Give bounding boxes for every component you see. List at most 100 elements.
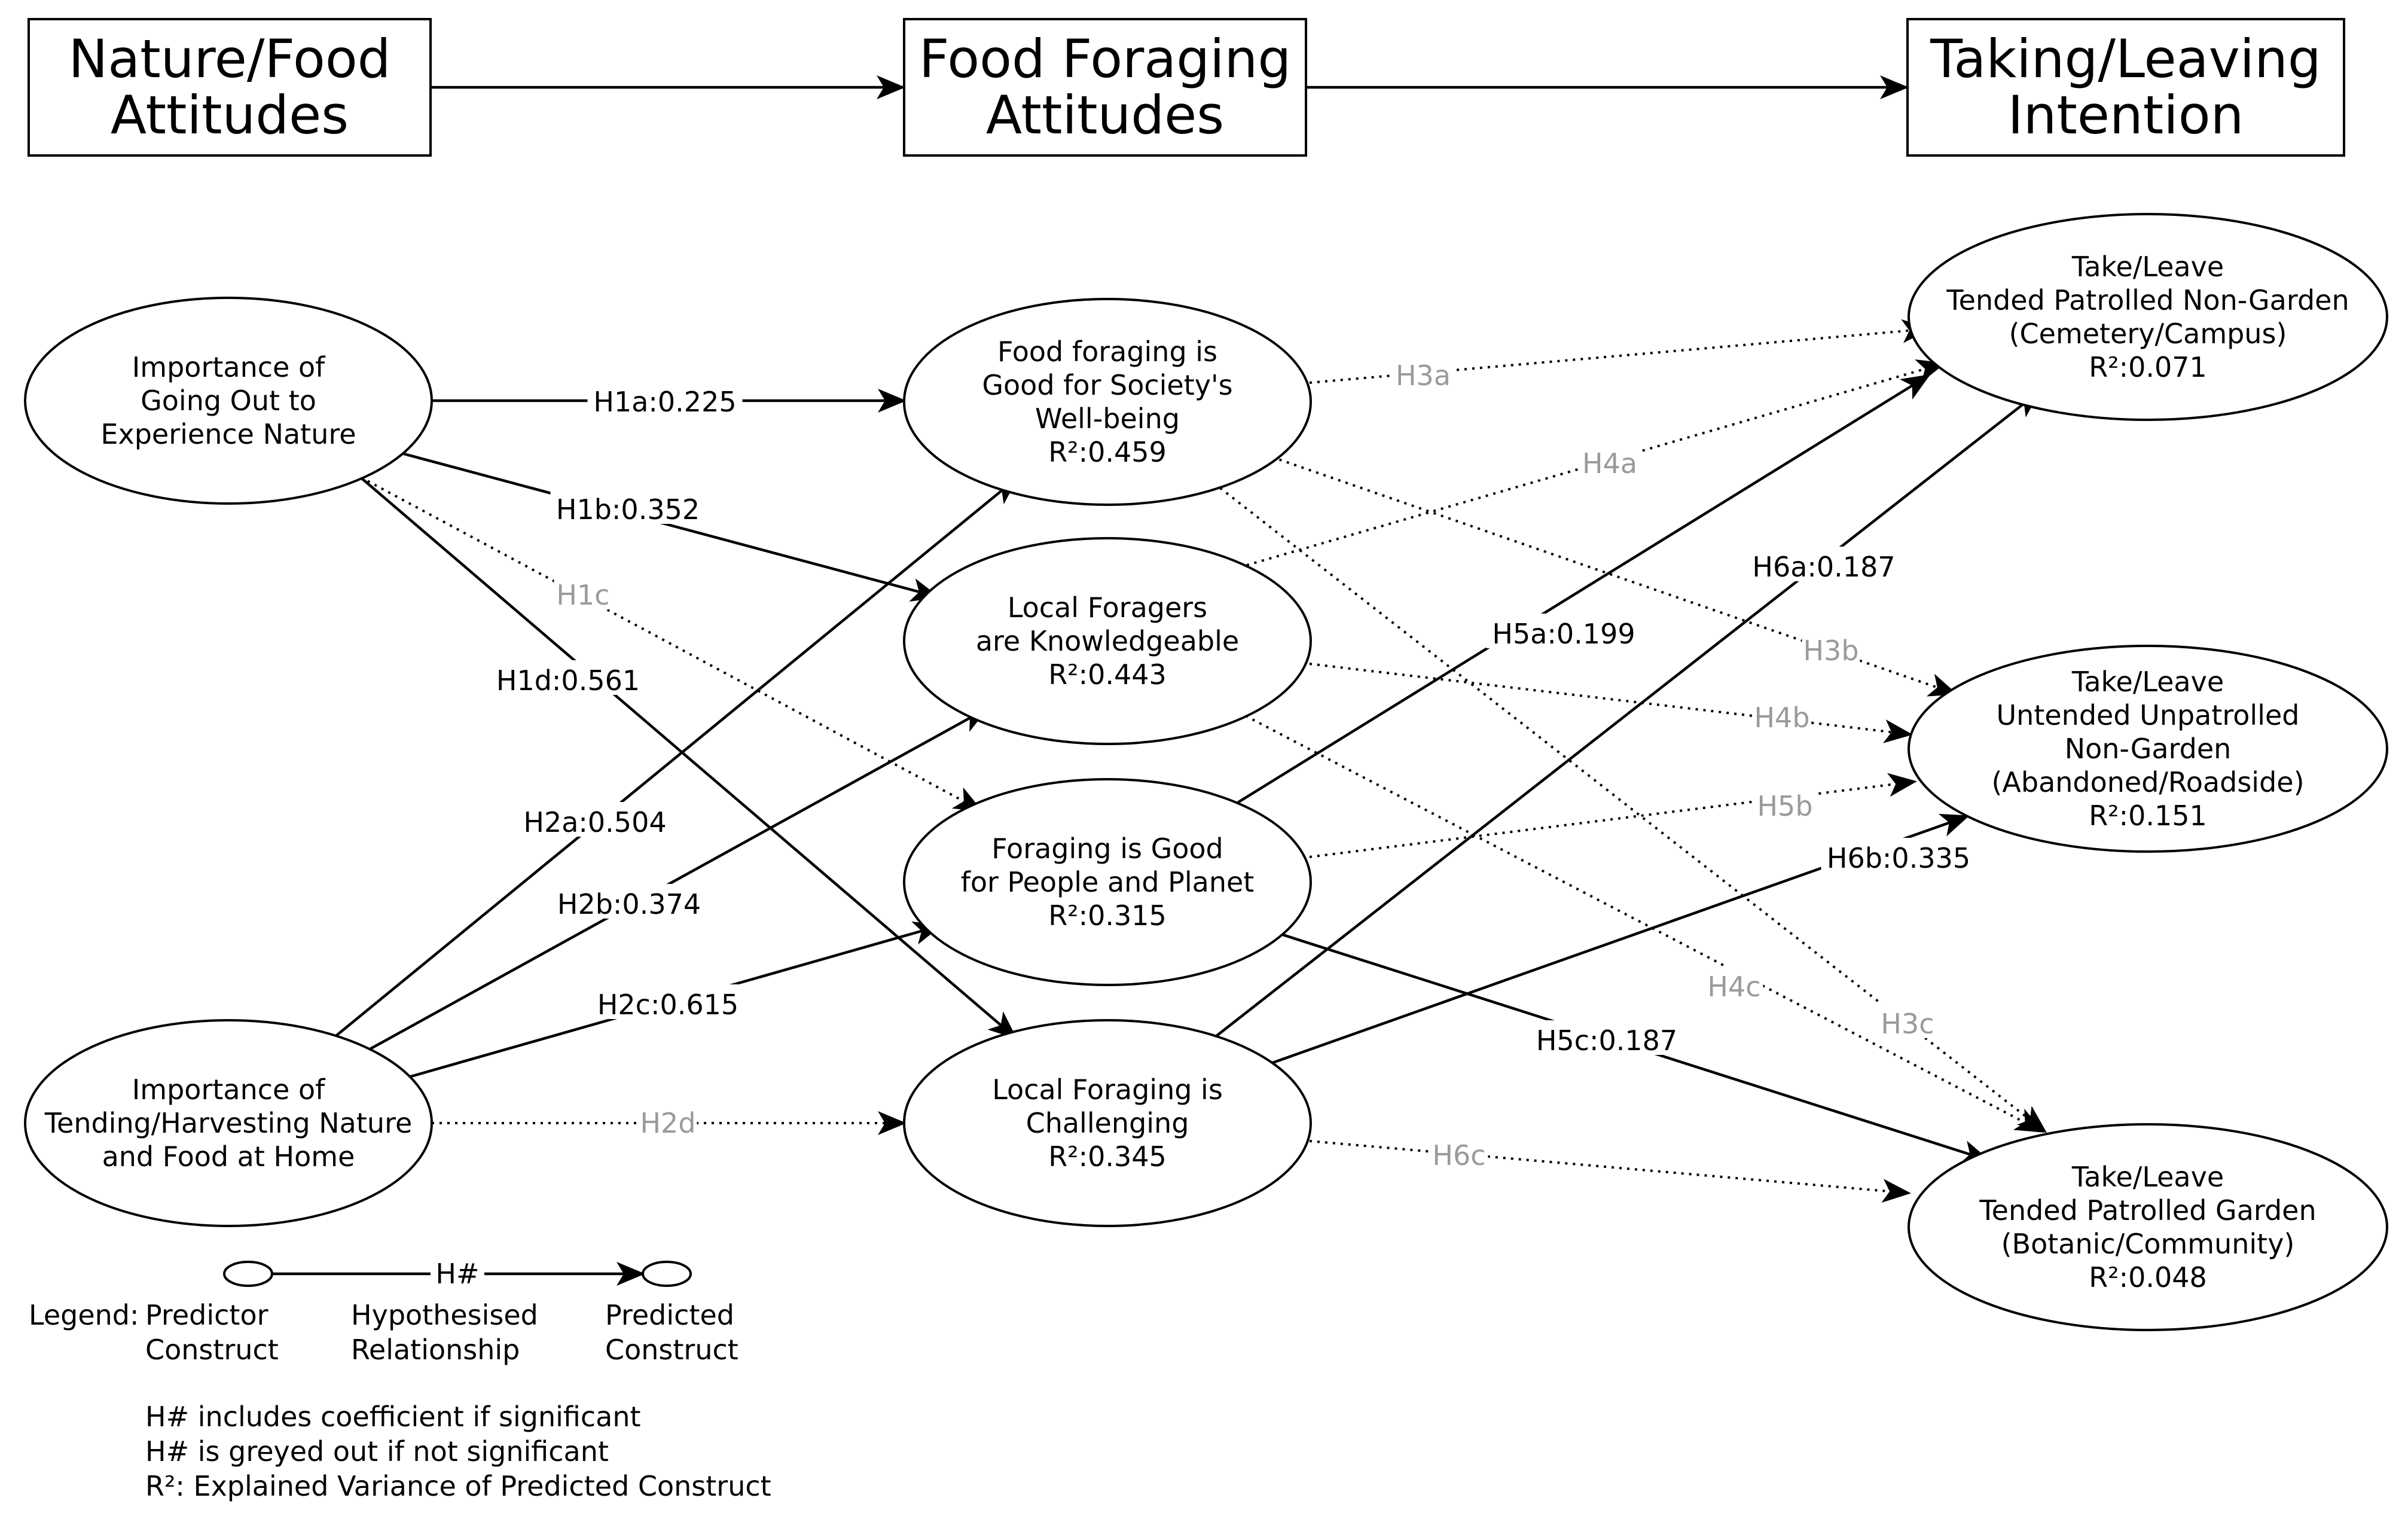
- construct-r-squared: R²:0.151: [2089, 800, 2207, 832]
- path-label-h3c: H3c: [1878, 1003, 1937, 1040]
- construct-label-line: Non-Garden: [2065, 733, 2232, 765]
- label-background: [1486, 614, 1641, 648]
- label-background: [1802, 630, 1860, 665]
- construct-label-line: Going Out to: [141, 385, 316, 417]
- path-coefficient: H4c: [1707, 971, 1760, 1003]
- path-h3b: [1264, 453, 1958, 697]
- path-label-h1a: H1a:0.225: [587, 382, 743, 418]
- construct-label-line: and Food at Home: [102, 1140, 355, 1173]
- legend: H#Legend:PredictorConstructHypothesisedR…: [29, 1256, 771, 1502]
- construct-oval: [1908, 213, 2388, 421]
- label-background: [1430, 1135, 1488, 1170]
- path-coefficient: H4a: [1582, 447, 1637, 480]
- path-coefficient: H1d:0.561: [496, 664, 640, 697]
- path-label-h4a: H4a: [1580, 443, 1639, 480]
- path-label-h2d: H2d: [639, 1103, 697, 1139]
- legend-note: H# includes coefficient if significant: [145, 1401, 641, 1433]
- path-coefficient: H2c:0.615: [597, 989, 738, 1021]
- stage-header-line: Food Foraging: [919, 28, 1291, 90]
- path-coefficient: H5c:0.187: [1536, 1024, 1677, 1057]
- construct-oval: [903, 298, 1312, 506]
- label-background: [550, 489, 706, 524]
- legend-hash: H#: [435, 1258, 479, 1290]
- path-h4b: [1309, 663, 1913, 743]
- path-h1d: [361, 477, 1018, 1039]
- construct-label-line: Tended Patrolled Garden: [1979, 1194, 2316, 1227]
- legend-relationship-line: Relationship: [351, 1334, 520, 1366]
- path-label-h1b: H1b:0.352: [550, 489, 706, 526]
- stage-header-box: [28, 18, 432, 157]
- path-label-h1c: H1c: [554, 575, 612, 611]
- construct-label-line: Take/Leave: [2071, 666, 2224, 698]
- label-background: [490, 660, 646, 695]
- path-coefficient: H5b: [1757, 790, 1812, 822]
- stage-header-line: Intention: [2008, 84, 2244, 146]
- construct-r-squared: R²:0.071: [2089, 351, 2207, 383]
- legend-predictor-line: Construct: [145, 1334, 279, 1366]
- legend-predicted-line: Predicted: [605, 1299, 734, 1331]
- path-h6a: [1205, 390, 2041, 1045]
- construct-label-line: (Botanic/Community): [2001, 1228, 2295, 1260]
- legend-predicted-line: Construct: [605, 1334, 738, 1366]
- path-h6c: [1309, 1140, 1911, 1203]
- path-label-h2a: H2a:0.504: [517, 802, 673, 838]
- construct-r-squared: R²:0.443: [1048, 658, 1167, 691]
- label-background: [1746, 547, 1902, 581]
- path-coefficient: H6a:0.187: [1752, 551, 1895, 583]
- construct-label-line: Challenging: [1026, 1107, 1189, 1139]
- path-label-h5c: H5c:0.187: [1529, 1020, 1684, 1057]
- construct-label-line: Foraging is Good: [991, 832, 1223, 865]
- path-h2b: [352, 707, 989, 1060]
- stage-header-box: [903, 18, 1307, 157]
- path-coefficient: H3c: [1881, 1008, 1934, 1040]
- legend-note: H# is greyed out if not significant: [145, 1435, 609, 1468]
- path-coefficient: H2a:0.504: [523, 806, 666, 838]
- construct-oval: [1908, 1123, 2388, 1331]
- construct-label-line: Local Foraging is: [992, 1073, 1223, 1106]
- stage-header-box: [1906, 18, 2345, 157]
- path-label-h5a: H5a:0.199: [1486, 614, 1641, 650]
- path-coefficient: H5a:0.199: [1492, 618, 1635, 650]
- label-background: [587, 382, 743, 416]
- label-background: [639, 1103, 697, 1137]
- label-background: [517, 802, 673, 837]
- path-label-h3b: H3b: [1802, 630, 1860, 667]
- path-h5b: [1309, 773, 1917, 858]
- construct-label-line: Importance of: [132, 1073, 326, 1106]
- path-label-h4c: H4c: [1705, 966, 1763, 1003]
- construct-r-squared: R²:0.048: [2089, 1261, 2207, 1294]
- construct-oval: [1908, 645, 2388, 853]
- path-label-h2c: H2c:0.615: [590, 984, 746, 1021]
- construct-label-line: Untended Unpatrolled: [1997, 699, 2300, 731]
- label-background: [554, 575, 612, 609]
- path-coefficient: H2b:0.374: [557, 888, 701, 920]
- stage-header-line: Attitudes: [111, 84, 349, 146]
- path-h1b: [401, 452, 940, 602]
- path-coefficient: H2d: [640, 1107, 695, 1139]
- construct-label-line: Experience Nature: [100, 418, 356, 450]
- label-background: [1756, 786, 1814, 820]
- path-coefficient: H1a:0.225: [593, 386, 736, 418]
- construct-label-line: Well-being: [1035, 402, 1180, 435]
- path-label-h6c: H6c: [1430, 1135, 1488, 1172]
- construct-label-line: (Abandoned/Roadside): [1991, 766, 2304, 798]
- construct-r-squared: R²:0.345: [1048, 1140, 1167, 1173]
- path-h5a: [1234, 374, 1931, 806]
- label-background: [1705, 966, 1763, 1001]
- construct-label-line: Take/Leave: [2071, 1161, 2224, 1193]
- path-coefficient: H1c: [556, 579, 609, 611]
- path-label-h2b: H2b:0.374: [551, 884, 707, 920]
- legend-hash-bg: [431, 1256, 484, 1292]
- label-background: [1821, 838, 1976, 873]
- label-background: [1580, 443, 1639, 478]
- legend-predictor-line: Predictor: [145, 1299, 268, 1331]
- path-label-h6b: H6b:0.335: [1821, 838, 1976, 874]
- path-h3c: [1207, 477, 2047, 1133]
- path-coefficient: H6c: [1432, 1139, 1485, 1172]
